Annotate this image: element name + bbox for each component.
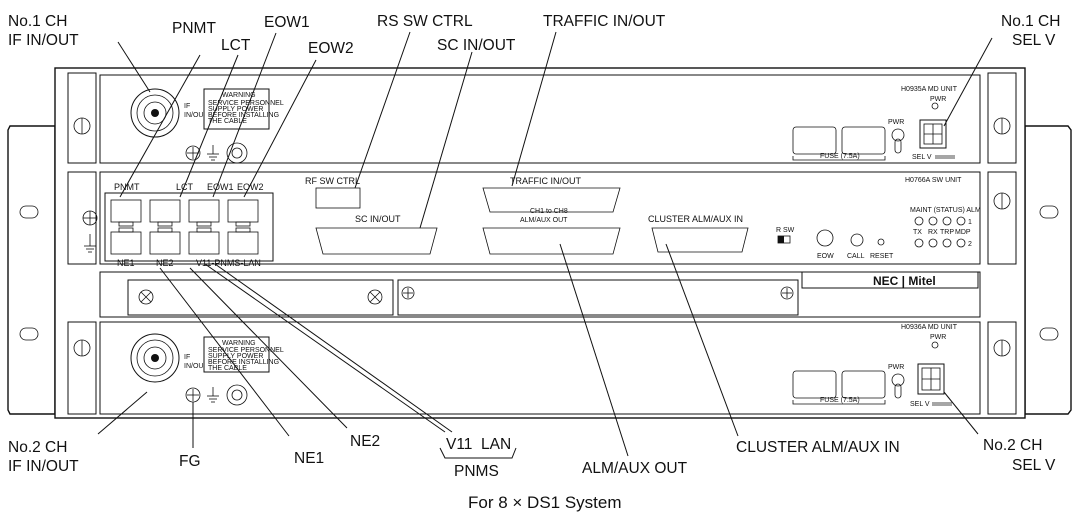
svg-text:TX: TX — [913, 229, 922, 236]
reset-button — [877, 238, 885, 246]
rack-ear-right — [1024, 125, 1072, 415]
callout-fg: FG — [179, 453, 201, 470]
svg-text:NE2: NE2 — [156, 258, 174, 268]
md-unit-top: IF IN/OUT WARNING SERVICE PERSONNEL SUPP… — [67, 72, 1017, 164]
svg-text:IN/OUT: IN/OUT — [184, 363, 208, 370]
svg-text:NE1: NE1 — [117, 258, 135, 268]
svg-text:BEFORE INSTALLING: BEFORE INSTALLING — [208, 112, 279, 119]
callout-no1-ch-if: No.1 CH — [8, 13, 67, 30]
md-unit-top-label: H0935A MD UNIT — [901, 86, 958, 93]
callout-eow2: EOW2 — [308, 40, 354, 57]
callout-pnms: PNMS — [454, 463, 499, 480]
md-unit-bottom-label: H0936A MD UNIT — [901, 324, 958, 331]
svg-text:RESET: RESET — [870, 253, 894, 260]
svg-text:WARNING: WARNING — [222, 92, 256, 99]
blank-panel-row: NEC | Mitel — [99, 271, 981, 318]
svg-text:EOW1: EOW1 — [207, 182, 234, 192]
callout-no2-ch-sel-2: SEL V — [1012, 457, 1056, 474]
svg-text:LCT: LCT — [176, 182, 194, 192]
callout-pnmt: PNMT — [172, 20, 216, 37]
rack-ear-left — [7, 125, 56, 415]
svg-text:CH1 to CH8: CH1 to CH8 — [530, 208, 568, 215]
svg-text:SUPPLY POWER: SUPPLY POWER — [208, 353, 263, 360]
leader-lines — [97, 31, 993, 459]
svg-text:MDP: MDP — [955, 229, 971, 236]
svg-text:SEL V: SEL V — [912, 154, 932, 161]
callout-lct: LCT — [221, 37, 251, 54]
callout-v11-lan: V11 LAN — [446, 436, 511, 453]
callout-no1-ch-sel-2: SEL V — [1012, 32, 1056, 49]
if-label: IF — [184, 103, 190, 110]
cluster-alm-aux-in-connector — [651, 227, 749, 253]
fuse-holder — [792, 126, 837, 155]
traffic-in-out-connector — [482, 187, 621, 213]
svg-text:V11-PNMS-LAN: V11-PNMS-LAN — [196, 258, 261, 268]
svg-text:SERVICE PERSONNEL: SERVICE PERSONNEL — [208, 100, 284, 107]
call-button — [850, 233, 864, 247]
if-label-2: IN/OUT — [184, 112, 208, 119]
svg-text:WARNING: WARNING — [222, 340, 256, 347]
svg-text:EOW2: EOW2 — [237, 182, 264, 192]
warning-plate-bottom — [203, 336, 270, 373]
callout-alm-aux-out: ALM/AUX OUT — [582, 460, 688, 477]
svg-text:IF: IF — [184, 354, 190, 361]
sw-unit-label: H0766A SW UNIT — [905, 177, 962, 184]
svg-text:EOW: EOW — [817, 253, 834, 260]
svg-text:PNMT: PNMT — [114, 182, 140, 192]
svg-text:SC IN/OUT: SC IN/OUT — [355, 214, 401, 224]
svg-text:PWR: PWR — [930, 334, 946, 341]
svg-text:THE CABLE: THE CABLE — [208, 118, 247, 125]
svg-text:SEL V: SEL V — [910, 401, 930, 408]
brand-logo: NEC | Mitel — [873, 274, 936, 288]
svg-text:1: 1 — [968, 219, 972, 226]
fuse-holder — [841, 126, 886, 155]
callout-cluster-alm-aux-in: CLUSTER ALM/AUX IN — [736, 439, 900, 456]
rj45-ports — [110, 199, 259, 255]
eow-jack — [816, 229, 834, 247]
svg-text:PWR: PWR — [888, 364, 904, 371]
svg-text:FUSE (7.5A): FUSE (7.5A) — [820, 397, 860, 404]
callout-sc-in-out: SC IN/OUT — [437, 37, 516, 54]
svg-text:CALL: CALL — [847, 253, 865, 260]
svg-text:CLUSTER ALM/AUX IN: CLUSTER ALM/AUX IN — [648, 214, 743, 224]
svg-text:SUPPLY POWER: SUPPLY POWER — [208, 106, 263, 113]
md-unit-bottom: IF IN/OUT WARNING SERVICE PERSONNEL SUPP… — [67, 321, 1017, 415]
rf-sw-ctrl-connector — [315, 187, 361, 209]
svg-text:THE CABLE: THE CABLE — [208, 365, 247, 372]
callouts: No.1 CH IF IN/OUT PNMT LCT EOW1 EOW2 RS … — [8, 13, 1060, 480]
svg-text:BEFORE INSTALLING: BEFORE INSTALLING — [208, 359, 279, 366]
callout-no2-ch-sel: No.2 CH — [983, 437, 1042, 454]
svg-text:RF SW CTRL: RF SW CTRL — [305, 176, 360, 186]
callout-no1-ch-sel: No.1 CH — [1001, 13, 1060, 30]
svg-text:FUSE (7.5A): FUSE (7.5A) — [820, 153, 860, 160]
sw-unit: H0766A SW UNIT PNMT LCT EOW1 EOW2 NE1 NE… — [67, 171, 1017, 268]
callout-eow1: EOW1 — [264, 14, 310, 31]
svg-text:RX: RX — [928, 229, 938, 236]
alm-aux-out-connector — [482, 227, 621, 255]
svg-text:MAINT (STATUS) ALM: MAINT (STATUS) ALM — [910, 207, 981, 214]
figure-caption: For 8 × DS1 System — [468, 493, 622, 512]
svg-text:R SW: R SW — [776, 227, 795, 234]
callout-ne2: NE2 — [350, 433, 380, 450]
svg-text:SERVICE PERSONNEL: SERVICE PERSONNEL — [208, 347, 284, 354]
sc-in-out-connector — [315, 227, 438, 255]
svg-text:PWR: PWR — [888, 119, 904, 126]
fuse-holder — [792, 370, 837, 399]
warning-plate-top — [203, 88, 270, 130]
callout-traffic-in-out: TRAFFIC IN/OUT — [543, 13, 666, 30]
fuse-holder — [841, 370, 886, 399]
svg-text:TRAFFIC IN/OUT: TRAFFIC IN/OUT — [510, 176, 581, 186]
callout-no1-ch-if-2: IF IN/OUT — [8, 32, 79, 49]
svg-text:ALM/AUX OUT: ALM/AUX OUT — [520, 217, 568, 224]
callout-no2-ch-if-2: IF IN/OUT — [8, 458, 79, 475]
callout-rs-sw-ctrl: RS SW CTRL — [377, 13, 473, 30]
callout-no2-ch-if: No.2 CH — [8, 439, 67, 456]
svg-text:PWR: PWR — [930, 96, 946, 103]
callout-ne1: NE1 — [294, 450, 324, 467]
svg-text:2: 2 — [968, 241, 972, 248]
svg-text:TRP: TRP — [940, 229, 954, 236]
status-leds — [914, 216, 966, 248]
